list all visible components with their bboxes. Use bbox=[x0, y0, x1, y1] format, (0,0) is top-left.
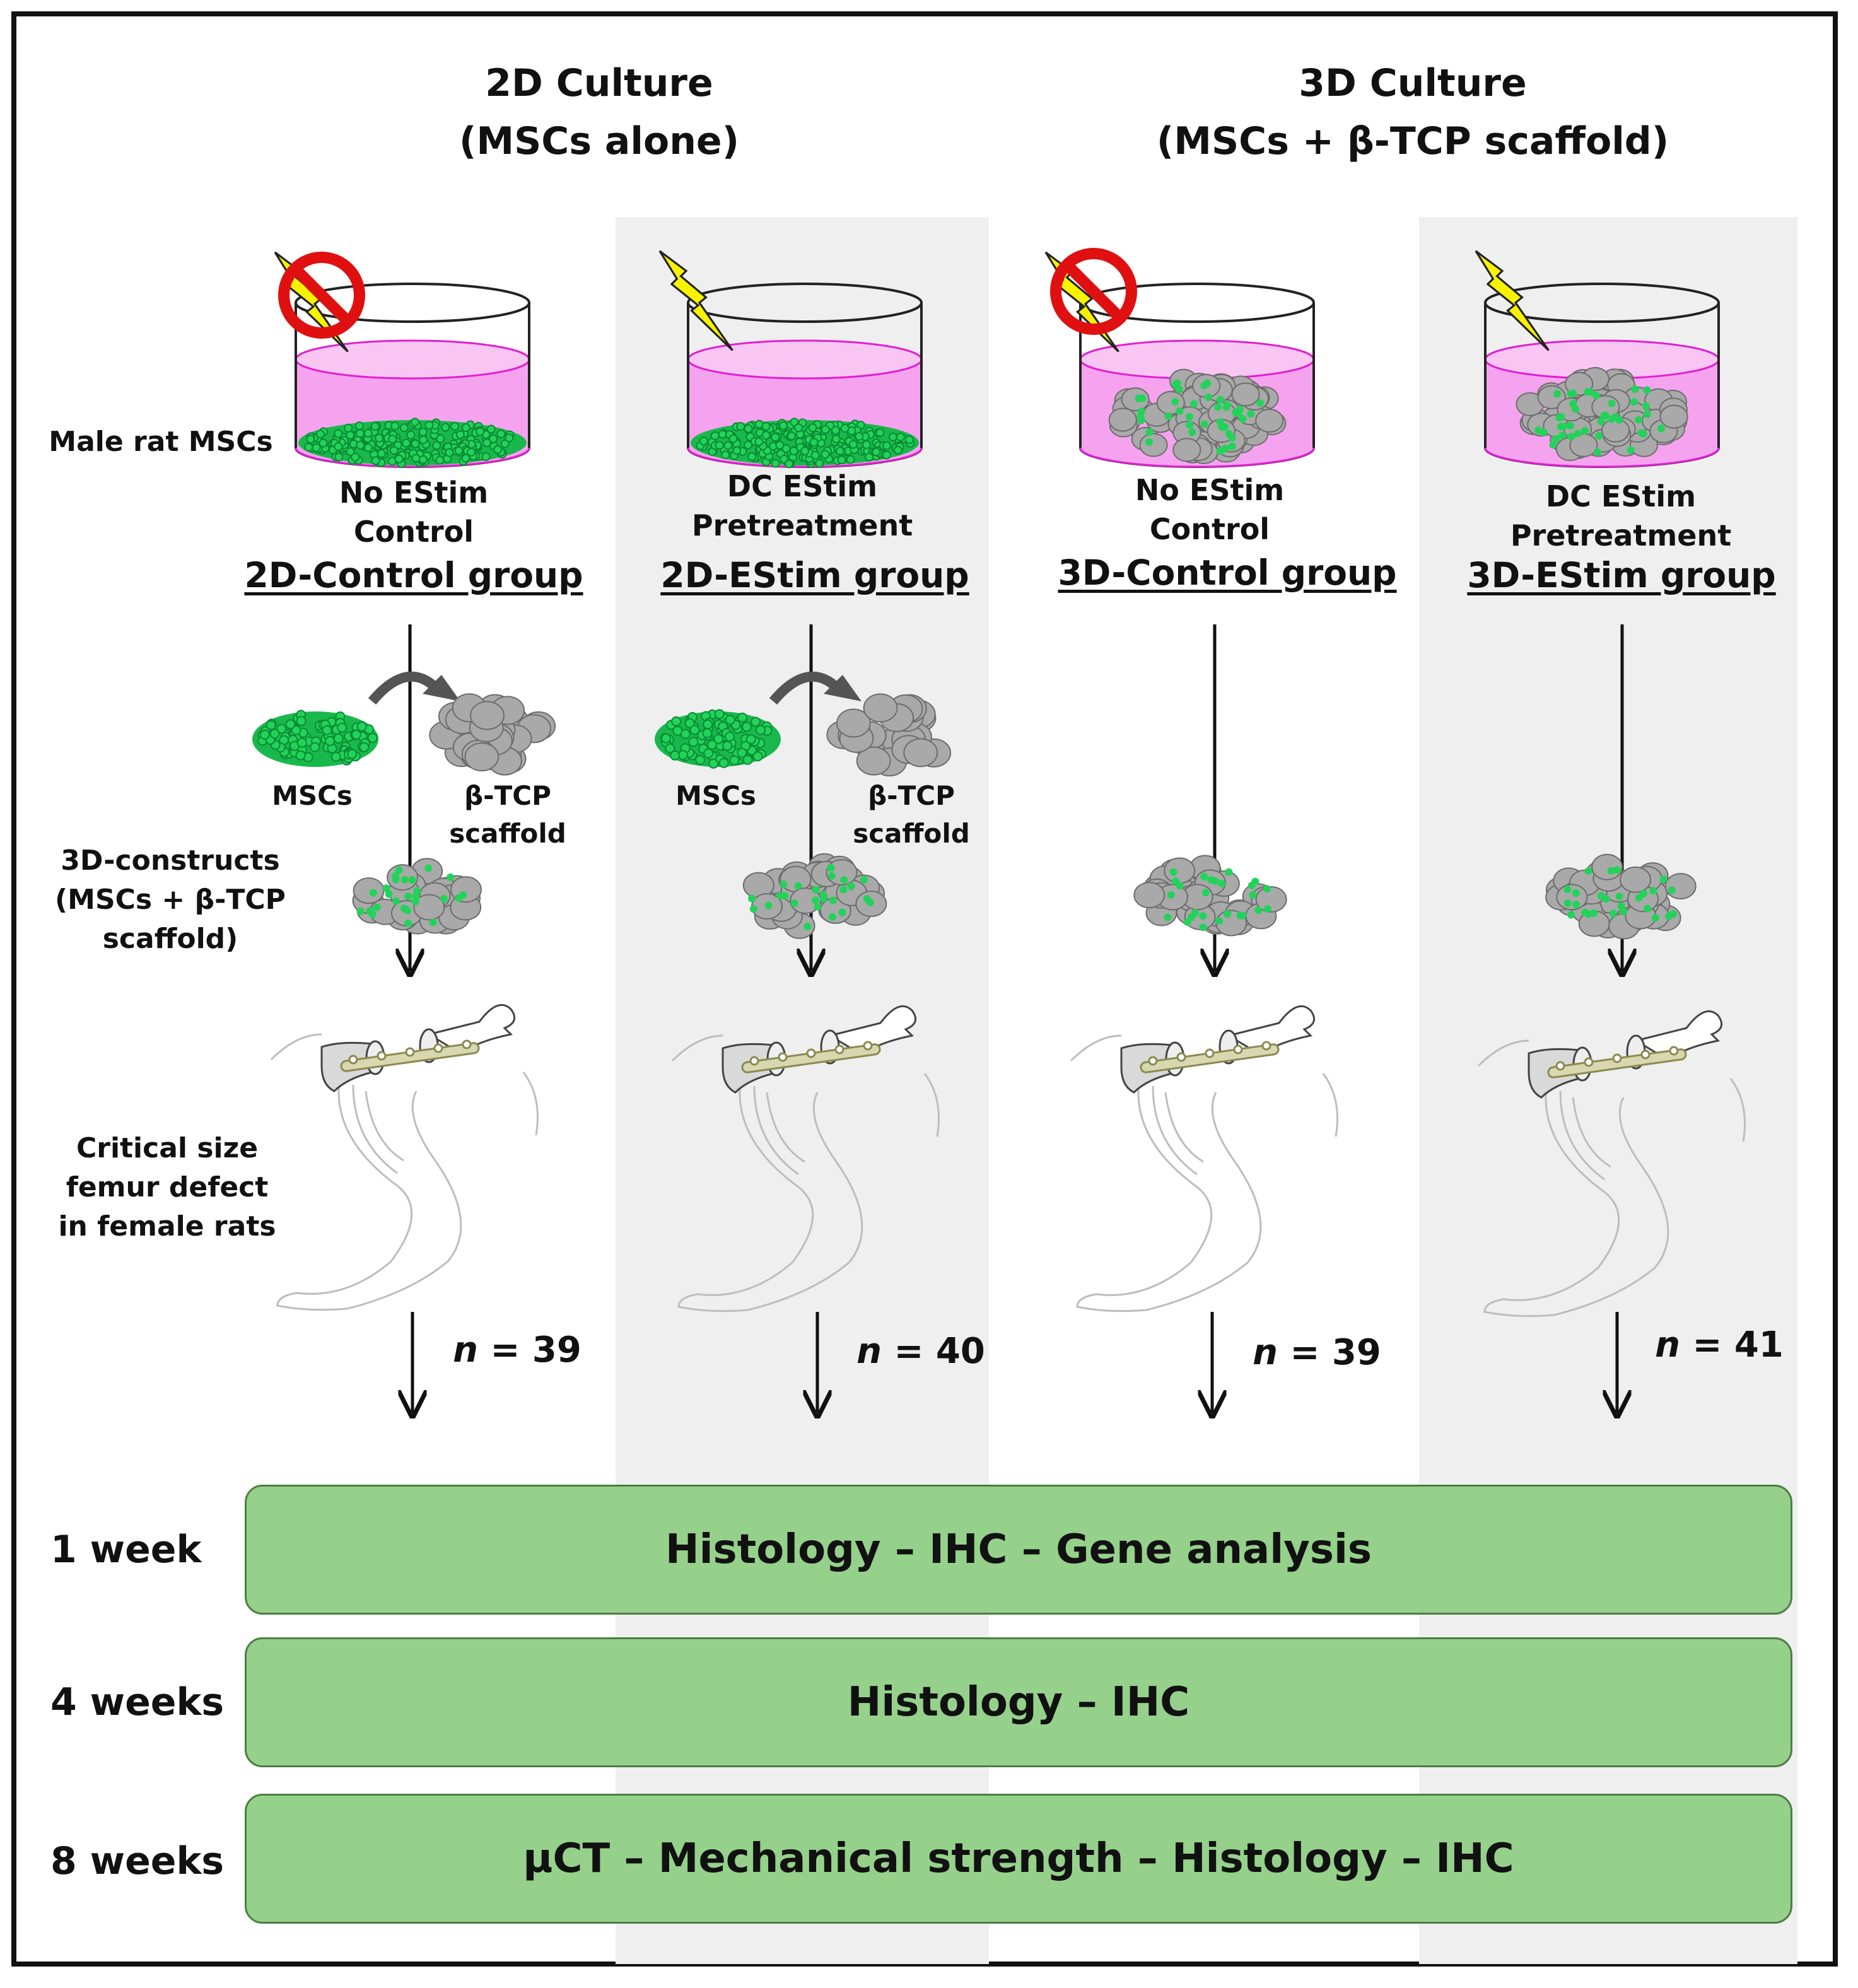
time-4-weeks: 4 weeks bbox=[50, 1680, 225, 1724]
n-count-2d-control: n = 39 bbox=[453, 1330, 581, 1371]
construct-icon-2d-estim bbox=[742, 853, 887, 939]
rat-leg-femur-icon-2d-estim bbox=[671, 1005, 940, 1313]
construct-icon-2d-control bbox=[352, 858, 482, 935]
mscs-clump-icon-2d-estim bbox=[655, 709, 781, 769]
label-critical-defect: Critical size femur defect in female rat… bbox=[58, 1132, 276, 1242]
culture-dish-icon-2d-control bbox=[295, 283, 530, 469]
tcp-scaffold-icon-2d-control bbox=[429, 693, 556, 776]
mscs-clump-icon-2d-control bbox=[252, 710, 378, 767]
n-count-3d-control: n = 39 bbox=[1253, 1332, 1381, 1373]
header-3d-culture: 3D Culture (MSCs + β-TCP scaffold) bbox=[1156, 61, 1669, 163]
label-mscs-2d-control: MSCs bbox=[272, 780, 353, 811]
group-name-3d-estim: 3D-EStim group bbox=[1467, 555, 1776, 595]
lightning-bolt-icon-2d-estim bbox=[658, 250, 733, 351]
time-1-week: 1 week bbox=[50, 1528, 202, 1572]
analysis-box-1-week: Histology – IHC – Gene analysis bbox=[245, 1485, 1792, 1615]
no-symbol-icon-3d-control bbox=[1050, 248, 1137, 335]
construct-icon-3d-control bbox=[1133, 855, 1287, 937]
rotate-arrow-icon-2d-control bbox=[368, 671, 460, 705]
label-male-rat-mscs: Male rat MSCs bbox=[49, 426, 273, 458]
rotate-arrow-icon-2d-estim bbox=[769, 671, 862, 705]
label-3d-constructs: 3D-constructs (MSCs + β-TCP scaffold) bbox=[55, 845, 286, 955]
tcp-scaffold-icon-2d-estim bbox=[826, 693, 952, 777]
group-name-3d-control: 3D-Control group bbox=[1058, 553, 1397, 593]
no-symbol-icon-2d-control bbox=[278, 252, 365, 339]
culture-dish-icon-3d-estim bbox=[1484, 283, 1720, 468]
group-name-2d-estim: 2D-EStim group bbox=[660, 555, 969, 595]
rat-leg-femur-icon-2d-control bbox=[270, 1003, 539, 1311]
culture-dish-icon-2d-estim bbox=[687, 283, 923, 469]
rat-leg-femur-icon-3d-control bbox=[1070, 1005, 1338, 1313]
culture-dish-icon-3d-control bbox=[1079, 283, 1315, 468]
n-count-3d-estim: n = 41 bbox=[1655, 1324, 1784, 1365]
label-mscs-2d-estim: MSCs bbox=[675, 780, 756, 811]
time-8-weeks: 8 weeks bbox=[50, 1839, 225, 1883]
figure-frame bbox=[11, 11, 1838, 1967]
lightning-bolt-icon-3d-estim bbox=[1475, 250, 1550, 351]
rat-leg-femur-icon-3d-estim bbox=[1477, 1010, 1746, 1318]
header-2d-culture: 2D Culture (MSCs alone) bbox=[459, 61, 740, 163]
analysis-box-8-weeks: μCT – Mechanical strength – Histology – … bbox=[245, 1794, 1792, 1924]
group-name-2d-control: 2D-Control group bbox=[244, 555, 583, 595]
construct-icon-3d-estim bbox=[1545, 853, 1697, 940]
n-count-2d-estim: n = 40 bbox=[856, 1331, 985, 1372]
analysis-box-4-weeks: Histology – IHC bbox=[245, 1637, 1792, 1767]
